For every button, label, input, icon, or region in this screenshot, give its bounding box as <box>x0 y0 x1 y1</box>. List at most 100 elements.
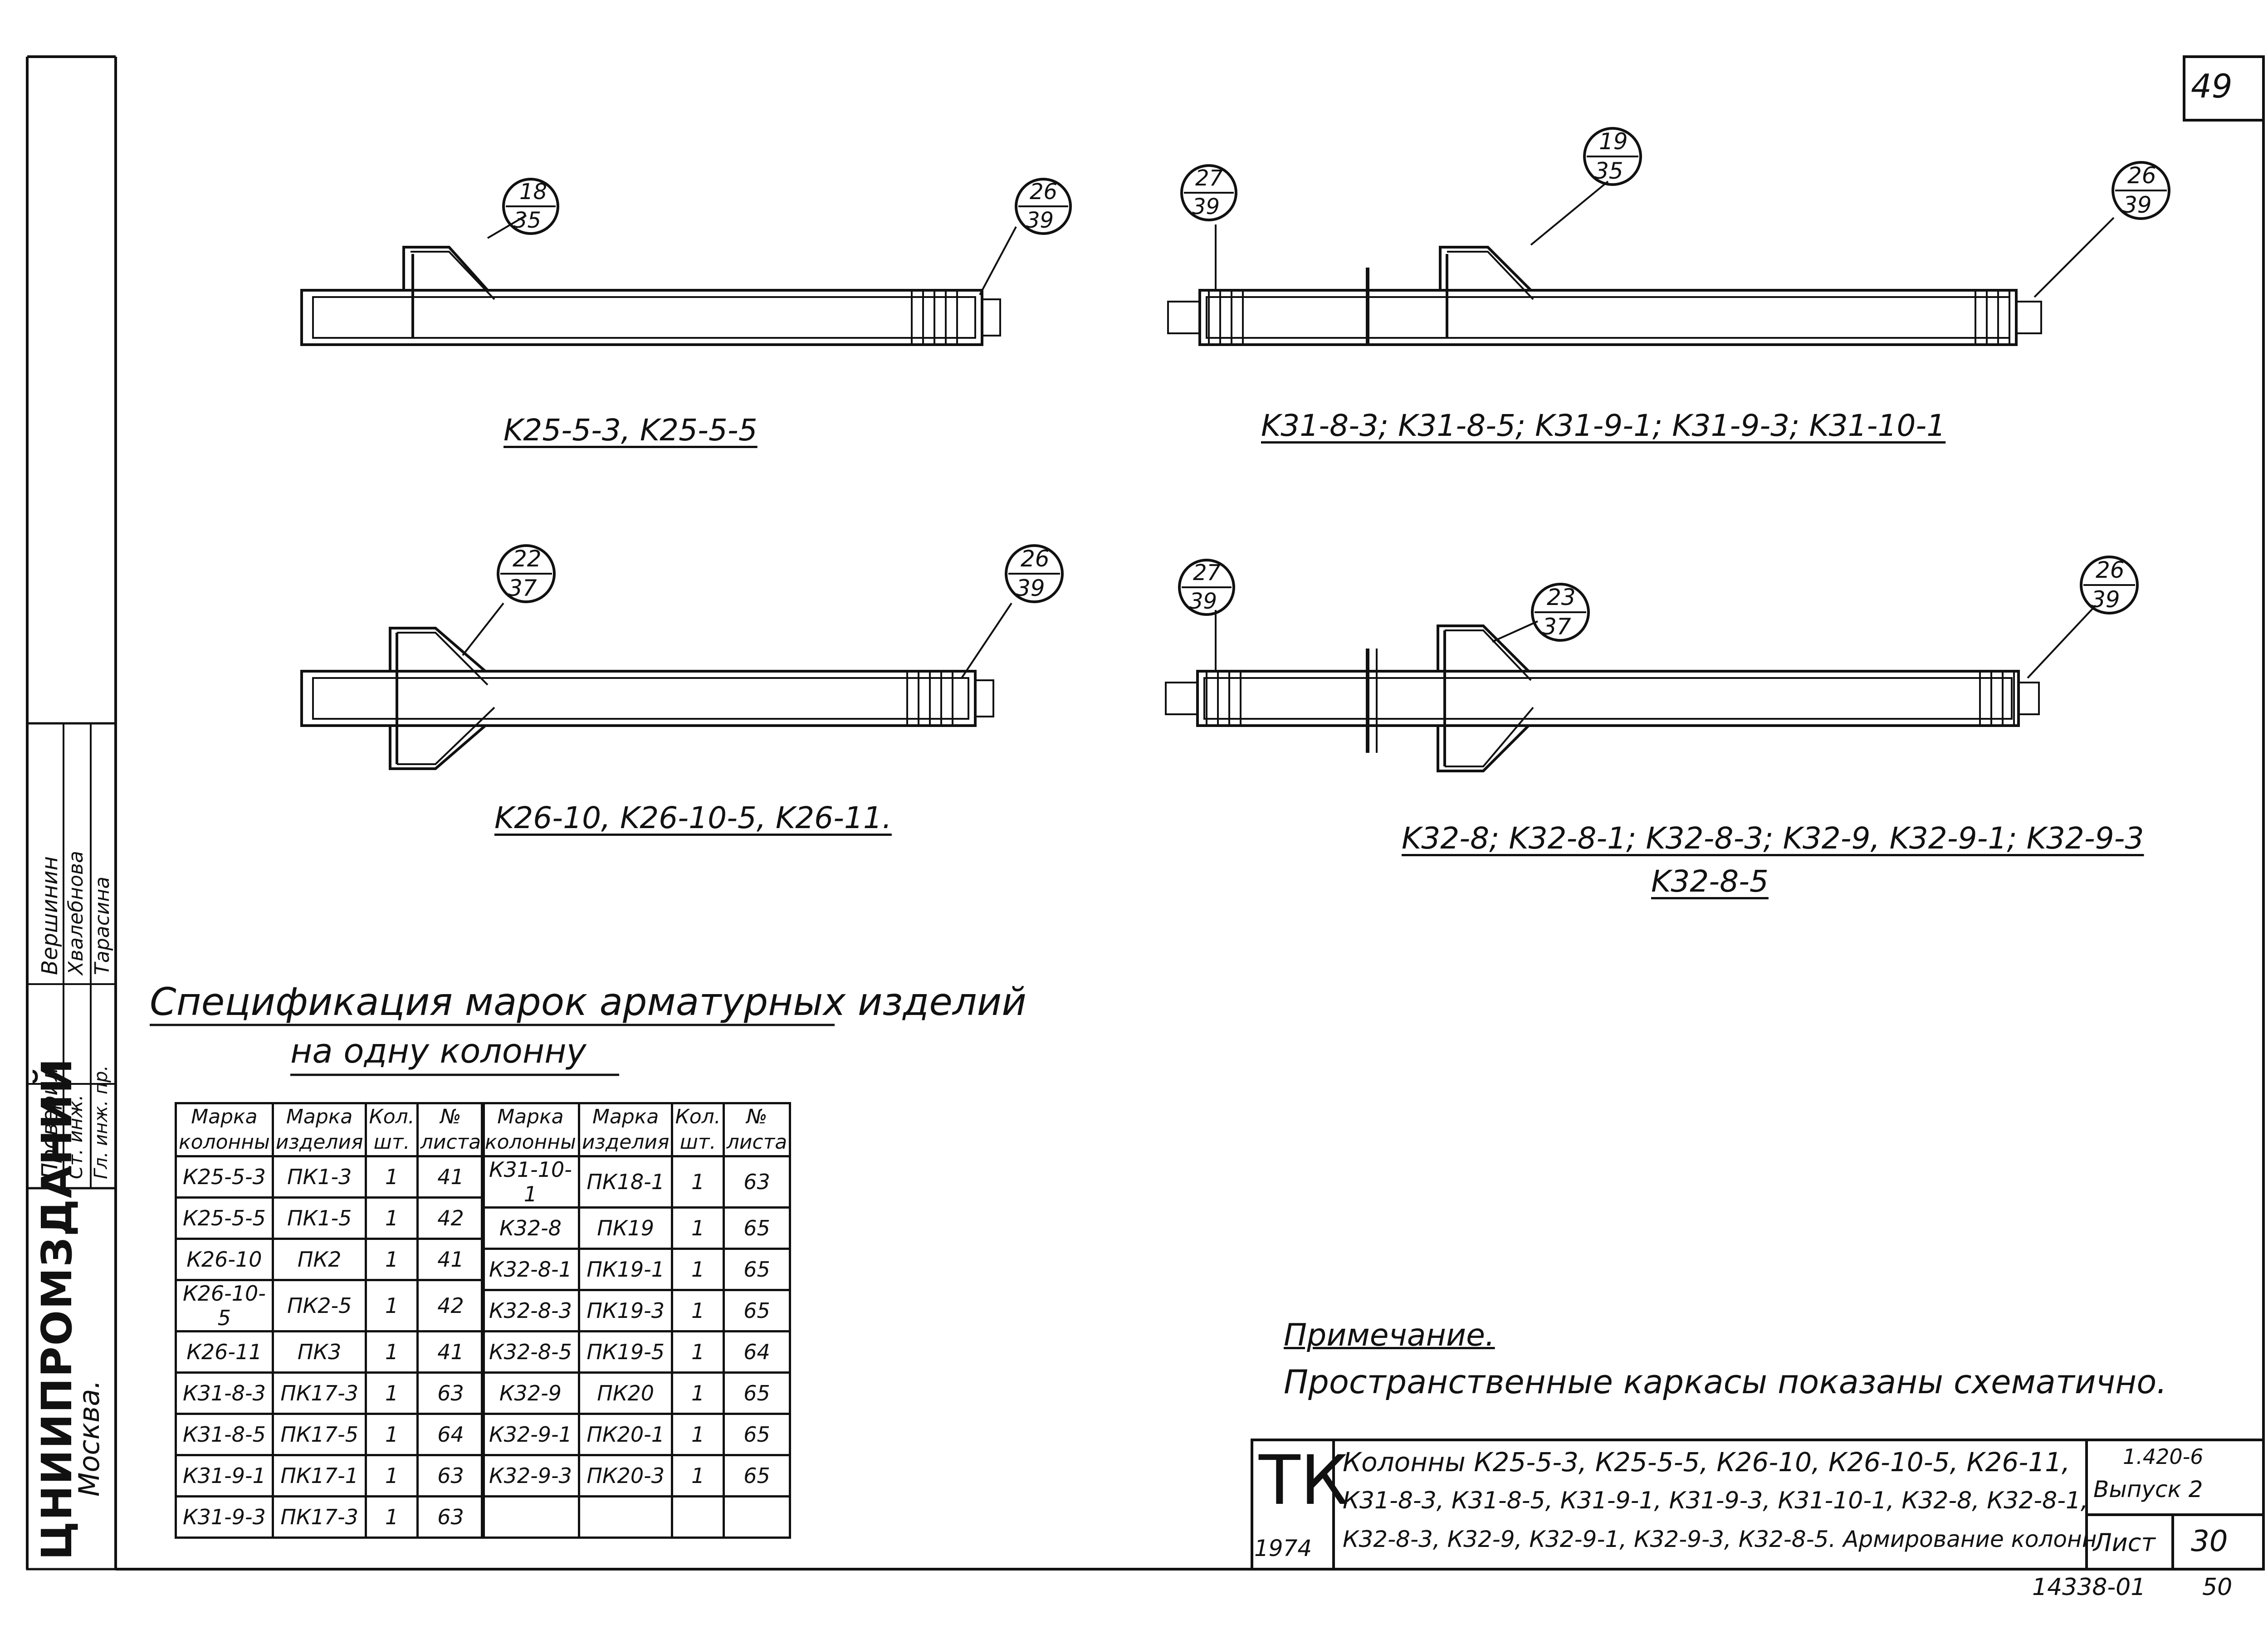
spec-cell: 1 <box>671 1454 725 1497</box>
spec-cell: ПК2-5 <box>271 1279 367 1332</box>
series-mark: ТК <box>1259 1441 1349 1520</box>
callout-top: 26 <box>2127 162 2156 189</box>
caption-k32-line2: K32-8-5 <box>1651 864 1769 899</box>
spec-cell: 1 <box>671 1248 725 1291</box>
callout-bottom: 39 <box>1026 208 1054 233</box>
spec-cell: К32-8-1 <box>481 1248 580 1291</box>
doc-number: 14338-01 <box>2032 1574 2146 1601</box>
spec-cell: ПК20 <box>577 1371 674 1415</box>
spec-cell: К26-10-5 <box>175 1279 274 1332</box>
stamp-role: Проверил <box>37 1067 63 1179</box>
spec-cell: 1 <box>365 1330 419 1374</box>
spec-cell: 1 <box>365 1196 419 1240</box>
spec-cell <box>577 1495 674 1539</box>
spec-cell: 65 <box>722 1454 792 1497</box>
spec-cell: К32-8 <box>481 1206 580 1250</box>
spec-cell: К32-9-3 <box>481 1454 580 1497</box>
spec-cell: 1 <box>671 1371 725 1415</box>
spec-header-cell: Кол. шт. <box>365 1102 419 1157</box>
callout-bottom: 39 <box>1016 575 1045 601</box>
spec-cell: 42 <box>416 1279 485 1332</box>
callout-top: 23 <box>1547 584 1576 610</box>
spec-cell: К32-8-3 <box>481 1289 580 1332</box>
spec-cell: ПК19 <box>577 1206 674 1250</box>
spec-cell: К32-9-1 <box>481 1413 580 1456</box>
spec-cell: 64 <box>416 1413 485 1456</box>
spec-header-cell: № листа <box>722 1102 792 1157</box>
spec-header-cell: Марка колонны <box>481 1102 580 1157</box>
spec-row <box>481 1495 792 1539</box>
spec-title: Спецификация марок арматурных изделий <box>150 980 1026 1024</box>
spec-cell: 1 <box>365 1495 419 1539</box>
spec-cell: ПК20-1 <box>577 1413 674 1456</box>
spec-cell <box>671 1495 725 1539</box>
callout-top: 22 <box>513 546 542 572</box>
callout-top: 27 <box>1193 560 1221 585</box>
sheet-value: 30 <box>2191 1525 2228 1558</box>
stamp-role: Гл. инж. пр. <box>91 1065 112 1179</box>
title-line-3: К32-8-3, К32-9, К32-9-1, К32-9-3, К32-8-… <box>1343 1526 2097 1552</box>
spec-header-cell: Кол. шт. <box>671 1102 725 1157</box>
callout-top: 26 <box>2096 557 2125 583</box>
column-k31-drawing <box>1167 180 2115 346</box>
callout-bottom: 39 <box>2123 192 2152 218</box>
spec-cell: 1 <box>671 1155 725 1209</box>
spec-cell: К25-5-3 <box>175 1155 274 1199</box>
spec-cell: ПК17-3 <box>271 1495 367 1539</box>
spec-cell: ПК19-3 <box>577 1289 674 1332</box>
spec-cell: 41 <box>416 1238 485 1281</box>
spec-header-cell: Марка изделия <box>577 1102 674 1157</box>
spec-cell: К31-8-3 <box>175 1371 274 1415</box>
spec-cell: 65 <box>722 1206 792 1250</box>
spec-cell: К31-9-1 <box>175 1454 274 1497</box>
spec-cell: ПК1-3 <box>271 1155 367 1199</box>
spec-cell: 1 <box>365 1238 419 1281</box>
spec-cell: К31-9-3 <box>175 1495 274 1539</box>
spec-cell: К26-10 <box>175 1238 274 1281</box>
callout-top: 26 <box>1030 179 1058 205</box>
spec-header-cell: Марка колонны <box>175 1102 274 1157</box>
callout-bottom: 37 <box>1542 614 1571 640</box>
spec-cell: К31-8-5 <box>175 1413 274 1456</box>
spec-cell: 63 <box>416 1454 485 1497</box>
spec-cell: ПК20-3 <box>577 1454 674 1497</box>
spec-cell: К25-5-5 <box>175 1196 274 1240</box>
spec-cell: 1 <box>365 1454 419 1497</box>
note-text: Пространственные каркасы показаны схемат… <box>1284 1363 2167 1401</box>
spec-cell: 64 <box>722 1330 792 1374</box>
column-k32-drawing <box>1165 605 2097 772</box>
column-k25-drawing <box>300 215 1017 346</box>
spec-cell: ПК18-1 <box>577 1155 674 1209</box>
spec-cell: 1 <box>671 1330 725 1374</box>
callout-bottom: 37 <box>508 575 537 601</box>
stamp-name: Тарасина <box>91 876 114 975</box>
spec-cell: 63 <box>416 1495 485 1539</box>
sheet-label: Лист <box>2093 1528 2156 1557</box>
title-line-2: К31-8-3, К31-8-5, К31-9-1, К31-9-3, К31-… <box>1343 1487 2088 1514</box>
spec-cell: 1 <box>671 1289 725 1332</box>
spec-cell: ПК1-5 <box>271 1196 367 1240</box>
caption-k32-line1: K32-8; K32-8-1; K32-8-3; K32-9, K32-9-1;… <box>1402 821 2144 856</box>
spec-cell: 1 <box>365 1413 419 1456</box>
footer-page: 50 <box>2202 1574 2233 1601</box>
spec-cell: ПК2 <box>271 1238 367 1281</box>
stamp-city: Москва. <box>73 1380 106 1497</box>
spec-cell: 65 <box>722 1248 792 1291</box>
spec-cell: 1 <box>365 1155 419 1199</box>
caption-k31: K31-8-3; K31-8-5; K31-9-1; K31-9-3; K31-… <box>1261 408 1946 443</box>
callout-top: 18 <box>519 179 547 205</box>
callout-top: 26 <box>1021 546 1050 572</box>
